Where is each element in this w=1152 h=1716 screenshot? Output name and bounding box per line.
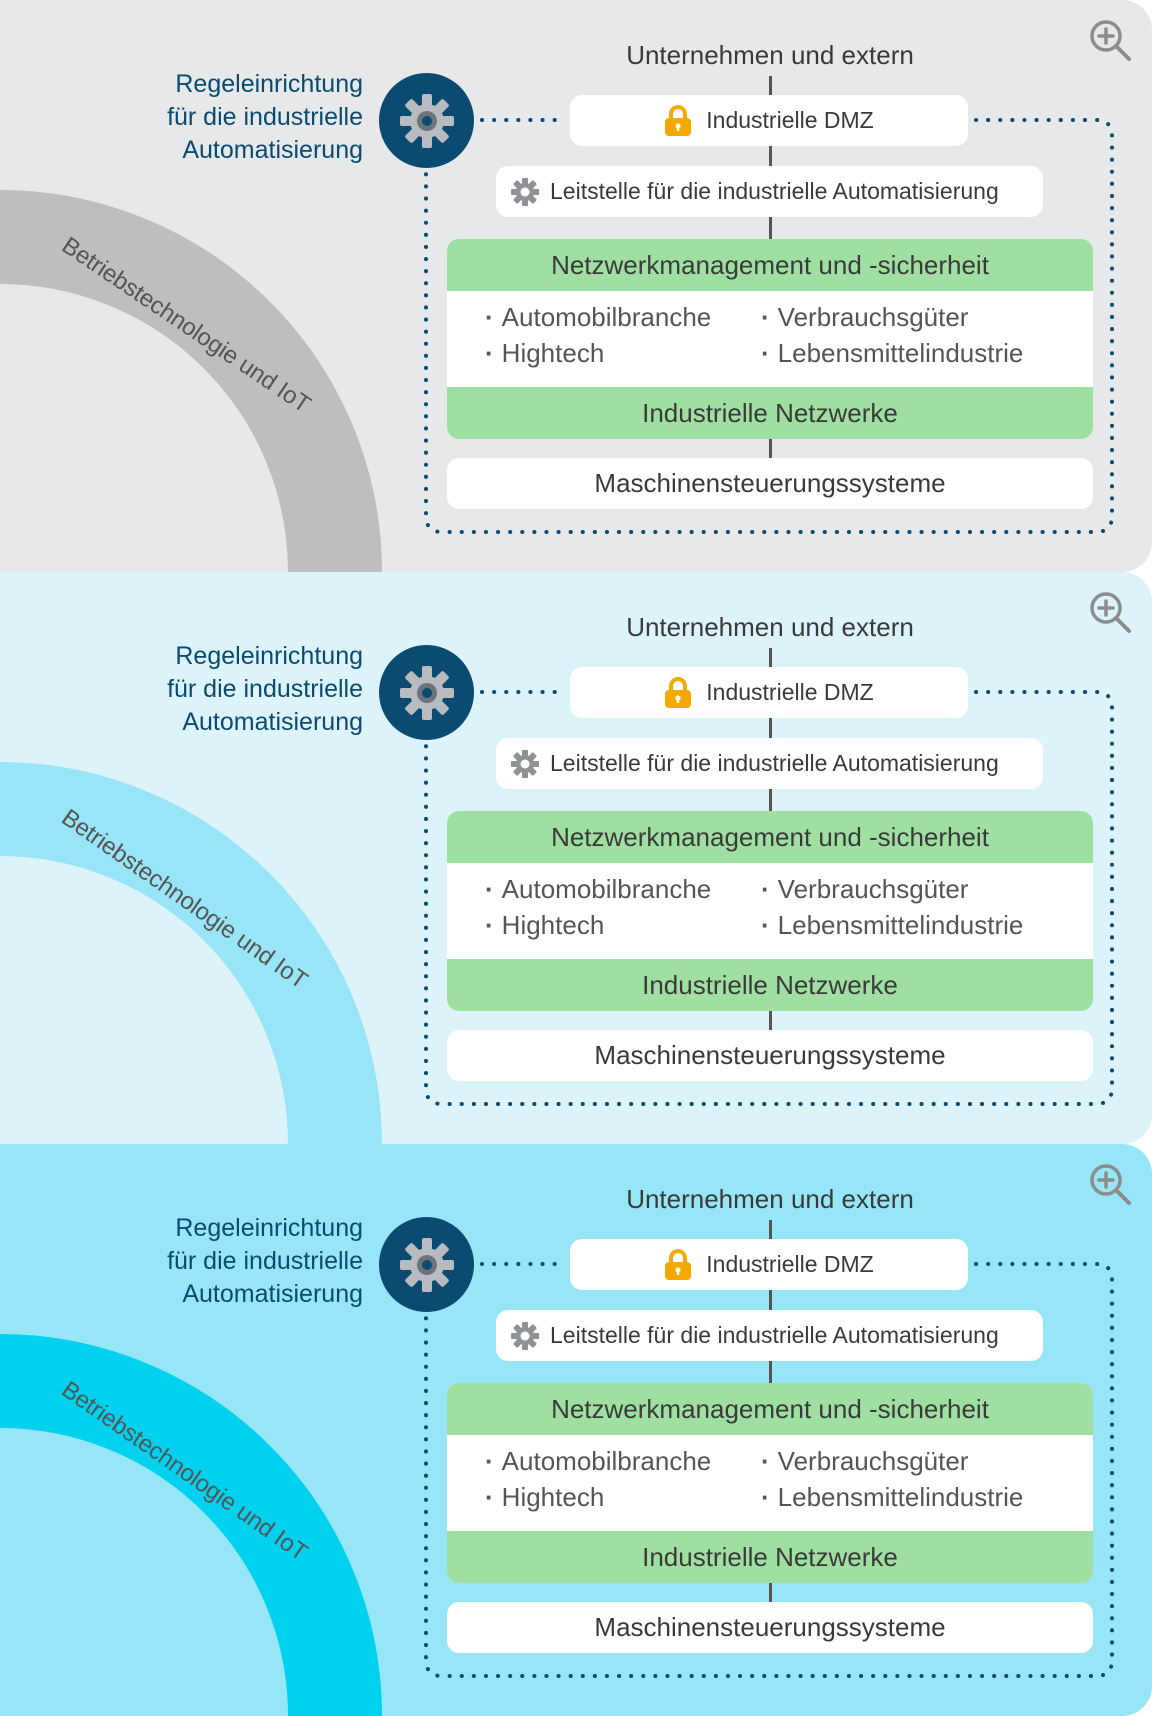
enterprise-external-label: Unternehmen und extern	[626, 612, 914, 642]
industry-item: Verbrauchsgüter	[761, 1445, 1061, 1477]
industry-item: Automobilbranche	[485, 1445, 761, 1477]
industrial-networks-footer: Industrielle Netzwerke	[447, 387, 1093, 439]
industry-list: Automobilbranche Verbrauchsgüter Hightec…	[485, 873, 1085, 941]
control-unit-label: Regeleinrichtung für die industrielle Au…	[63, 640, 363, 739]
connector-line	[769, 1290, 772, 1310]
architecture-panel-2: Betriebstechnologie und IoT Regeleinrich…	[0, 572, 1152, 1144]
zoom-in-icon[interactable]	[1088, 590, 1132, 634]
industry-item: Verbrauchsgüter	[761, 301, 1061, 333]
dotted-boundary	[424, 1262, 1114, 1678]
industry-item: Lebensmittelindustrie	[761, 909, 1061, 941]
ot-iot-arc	[0, 1334, 382, 1716]
network-management-header: Netzwerkmanagement und -sicherheit	[447, 1383, 1093, 1435]
control-center-box[interactable]: Leitstelle für die industrielle Automati…	[496, 166, 1043, 217]
control-unit-label: Regeleinrichtung für die industrielle Au…	[63, 68, 363, 167]
dotted-boundary	[424, 118, 1114, 534]
industrial-networks-footer: Industrielle Netzwerke	[447, 959, 1093, 1011]
industry-item: Automobilbranche	[485, 873, 761, 905]
gear-icon	[399, 1237, 454, 1292]
control-unit-gear-icon[interactable]	[379, 1217, 474, 1312]
control-center-box[interactable]: Leitstelle für die industrielle Automati…	[496, 1310, 1043, 1361]
control-unit-label-line: Automatisierung	[182, 136, 363, 164]
industry-item: Lebensmittelindustrie	[761, 1481, 1061, 1513]
control-unit-label-line: für die industrielle	[167, 675, 363, 703]
control-unit-label-line: für die industrielle	[167, 1247, 363, 1275]
industry-list: Automobilbranche Verbrauchsgüter Hightec…	[485, 301, 1085, 369]
network-management-box[interactable]: Netzwerkmanagement und -sicherheit Autom…	[447, 1383, 1093, 1583]
control-unit-label-line: Regeleinrichtung	[175, 1214, 363, 1242]
dotted-boundary	[424, 690, 1114, 1106]
control-unit-label-line: Regeleinrichtung	[175, 70, 363, 98]
industrial-networks-footer: Industrielle Netzwerke	[447, 1531, 1093, 1583]
connector-line	[769, 1361, 772, 1383]
network-management-box[interactable]: Netzwerkmanagement und -sicherheit Autom…	[447, 239, 1093, 439]
industrial-dmz-box[interactable]: Industrielle DMZ	[570, 667, 968, 718]
control-unit-label-line: Automatisierung	[182, 708, 363, 736]
industry-item: Hightech	[485, 337, 761, 369]
machine-control-box[interactable]: Maschinensteuerungssysteme	[447, 458, 1093, 509]
ot-iot-arc	[0, 190, 382, 572]
lock-icon	[665, 104, 692, 136]
industry-list: Automobilbranche Verbrauchsgüter Hightec…	[485, 1445, 1085, 1513]
connector-line	[769, 789, 772, 811]
lock-icon	[665, 676, 692, 708]
zoom-in-icon[interactable]	[1088, 18, 1132, 62]
industry-item: Automobilbranche	[485, 301, 761, 333]
control-center-label: Leitstelle für die industrielle Automati…	[550, 178, 999, 204]
network-management-box[interactable]: Netzwerkmanagement und -sicherheit Autom…	[447, 811, 1093, 1011]
industrial-dmz-box[interactable]: Industrielle DMZ	[570, 95, 968, 146]
machine-control-box[interactable]: Maschinensteuerungssysteme	[447, 1030, 1093, 1081]
machine-control-box[interactable]: Maschinensteuerungssysteme	[447, 1602, 1093, 1653]
connector-line	[769, 648, 772, 668]
connector-line	[769, 217, 772, 239]
industry-item: Verbrauchsgüter	[761, 873, 1061, 905]
connector-line	[769, 1583, 772, 1602]
control-unit-label-line: Regeleinrichtung	[175, 642, 363, 670]
connector-line	[769, 439, 772, 458]
industrial-dmz-label: Industrielle DMZ	[706, 107, 874, 133]
enterprise-external-label: Unternehmen und extern	[626, 40, 914, 70]
industry-item: Lebensmittelindustrie	[761, 337, 1061, 369]
connector-line	[769, 146, 772, 166]
control-unit-gear-icon[interactable]	[379, 645, 474, 740]
control-unit-label-line: Automatisierung	[182, 1280, 363, 1308]
connector-line	[769, 76, 772, 96]
lock-icon	[665, 1248, 692, 1280]
gear-icon	[511, 749, 539, 778]
architecture-panel-1: Betriebstechnologie und IoT Regeleinrich…	[0, 0, 1152, 572]
gear-icon	[399, 665, 454, 720]
control-center-box[interactable]: Leitstelle für die industrielle Automati…	[496, 738, 1043, 789]
industrial-dmz-label: Industrielle DMZ	[706, 1251, 874, 1277]
architecture-panel-3: Betriebstechnologie und IoT Regeleinrich…	[0, 1144, 1152, 1716]
zoom-in-icon[interactable]	[1088, 1162, 1132, 1206]
industrial-dmz-label: Industrielle DMZ	[706, 679, 874, 705]
control-unit-gear-icon[interactable]	[379, 73, 474, 168]
connector-line	[769, 718, 772, 738]
industrial-dmz-box[interactable]: Industrielle DMZ	[570, 1239, 968, 1290]
gear-icon	[511, 1321, 539, 1350]
connector-line	[769, 1220, 772, 1240]
gear-icon	[511, 177, 539, 206]
network-management-header: Netzwerkmanagement und -sicherheit	[447, 239, 1093, 291]
ot-iot-arc	[0, 762, 382, 1144]
industry-item: Hightech	[485, 909, 761, 941]
connector-line	[769, 1011, 772, 1030]
control-unit-label-line: für die industrielle	[167, 103, 363, 131]
control-unit-label: Regeleinrichtung für die industrielle Au…	[63, 1212, 363, 1311]
industry-item: Hightech	[485, 1481, 761, 1513]
control-center-label: Leitstelle für die industrielle Automati…	[550, 750, 999, 776]
network-management-header: Netzwerkmanagement und -sicherheit	[447, 811, 1093, 863]
gear-icon	[399, 93, 454, 148]
enterprise-external-label: Unternehmen und extern	[626, 1184, 914, 1214]
control-center-label: Leitstelle für die industrielle Automati…	[550, 1322, 999, 1348]
